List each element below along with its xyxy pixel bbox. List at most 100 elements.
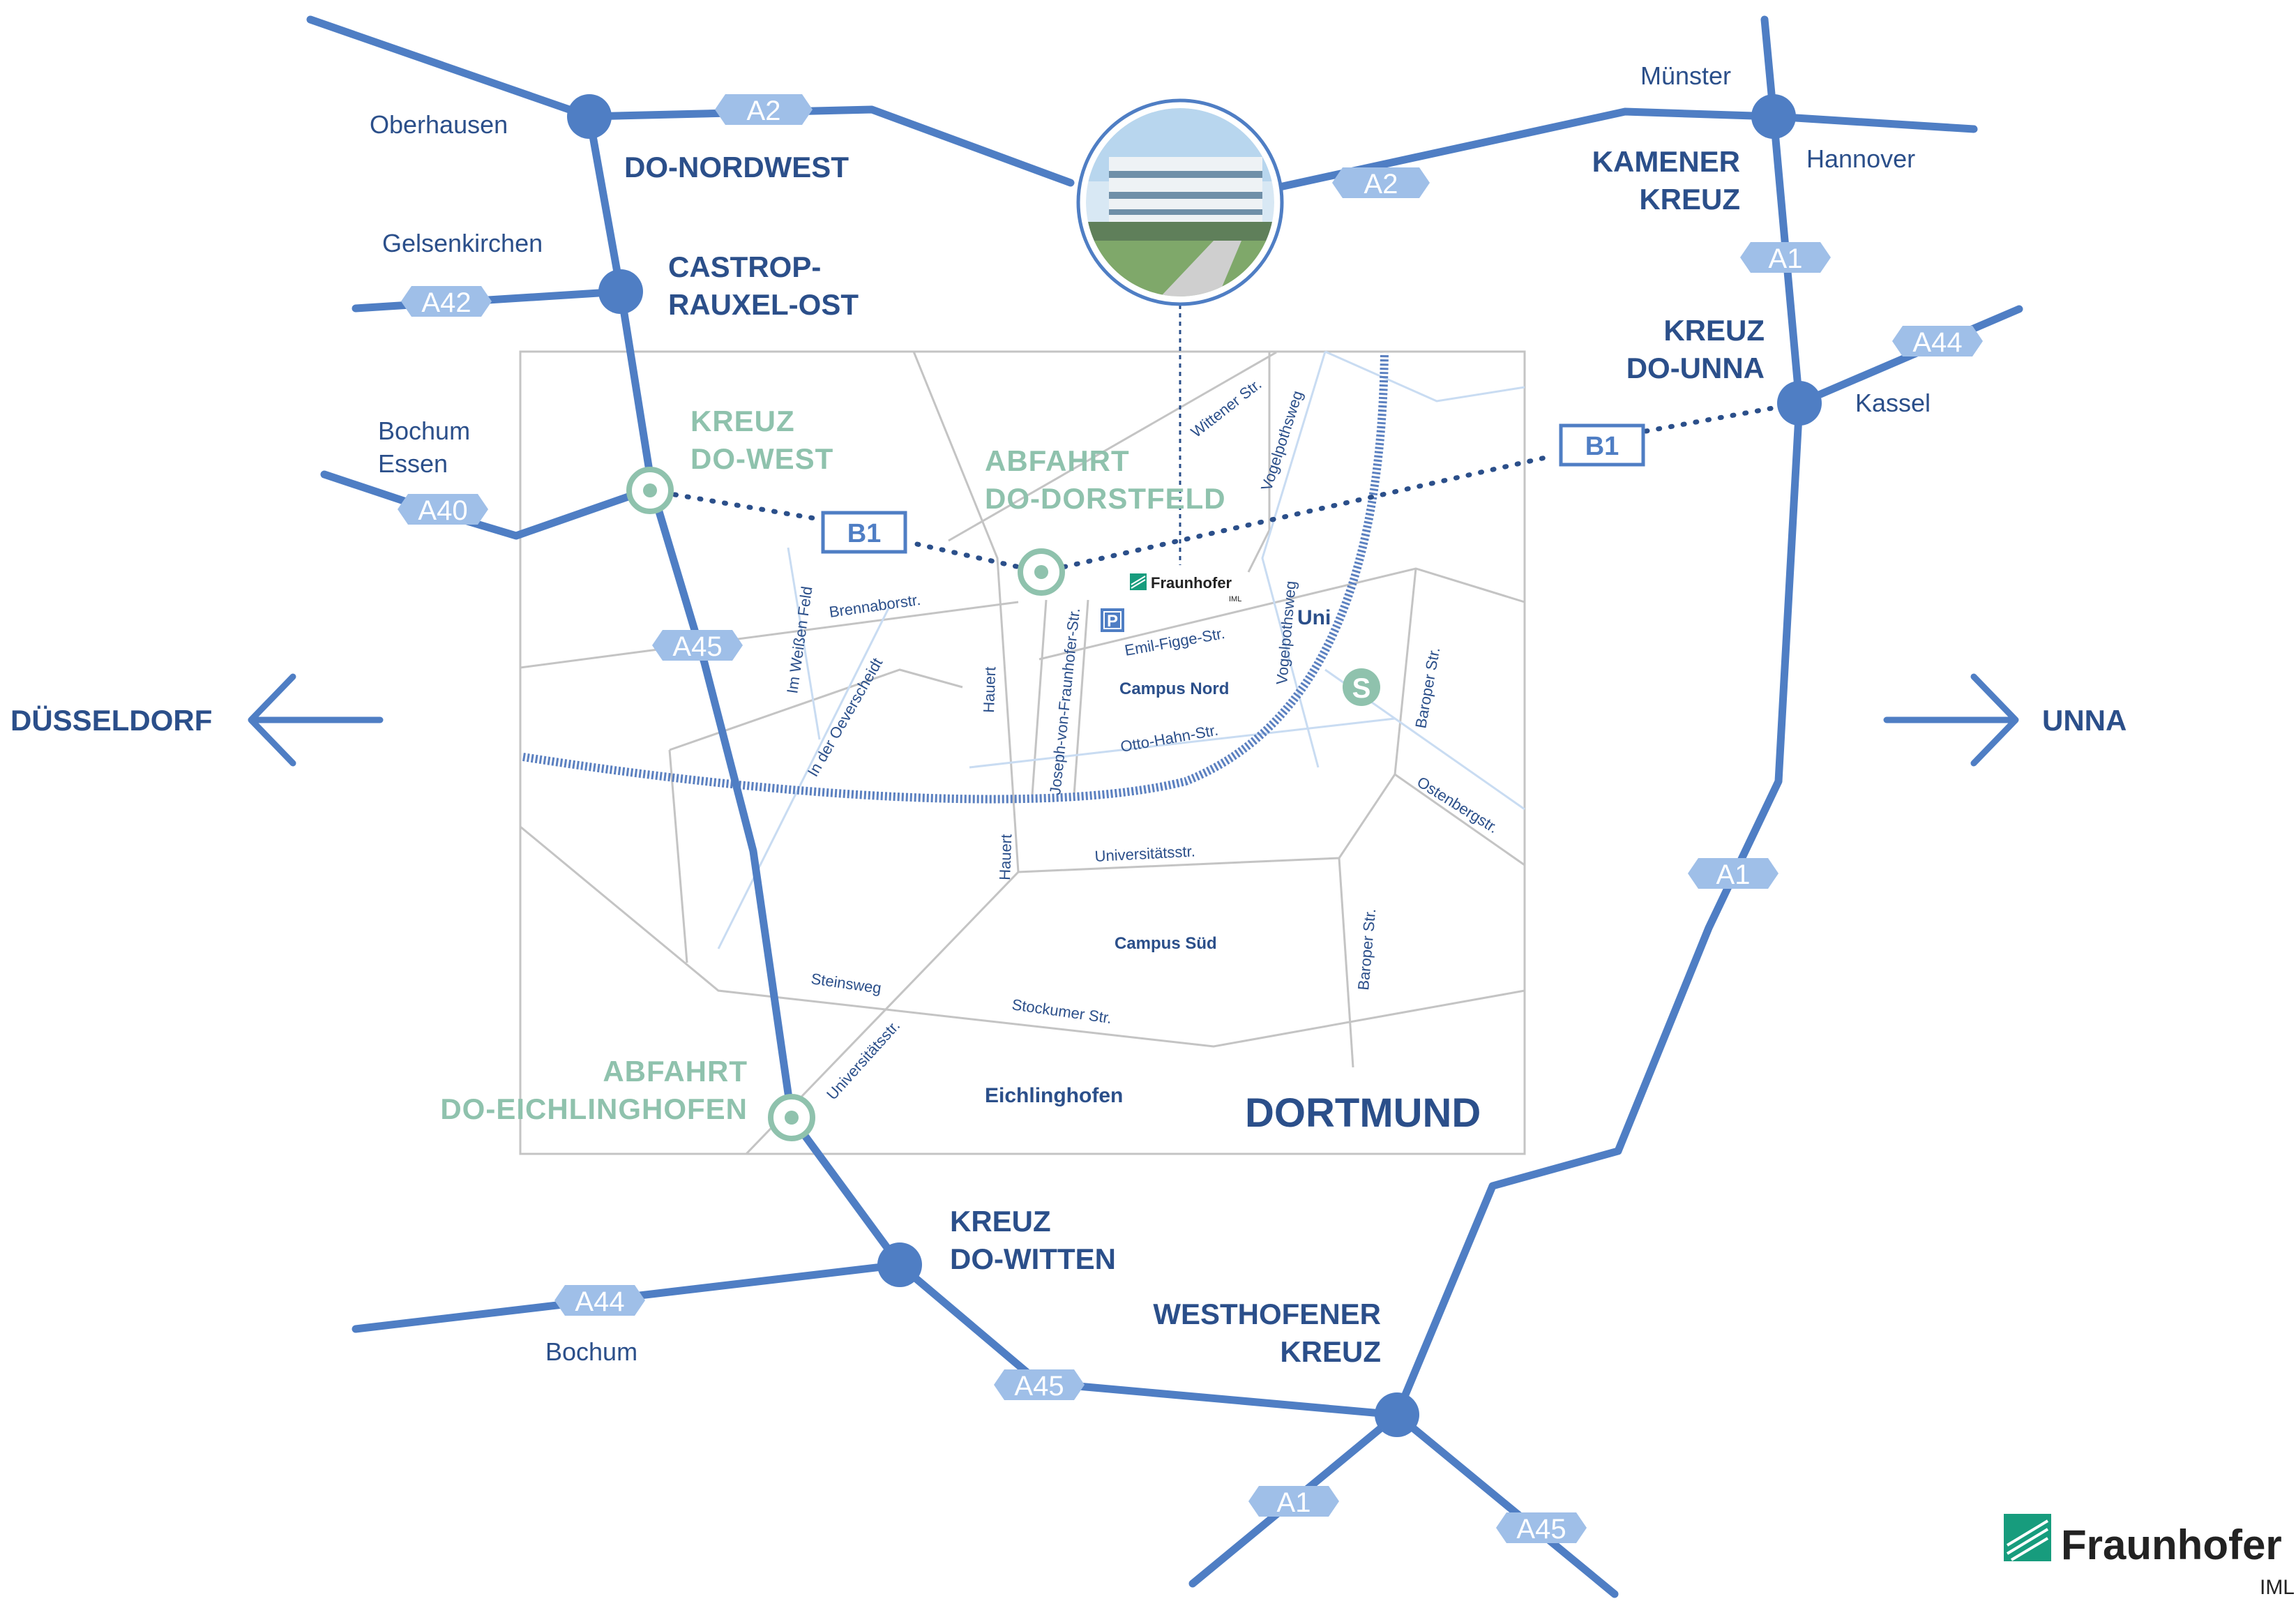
label-dorstfeld-1: ABFAHRT [985, 444, 1130, 477]
area-campus-nord: Campus Nord [1119, 679, 1229, 698]
street-label-im-weissen-feld: Im Weißen Feld [783, 585, 815, 695]
svg-text:A45: A45 [672, 631, 722, 662]
svg-text:A44: A44 [1912, 327, 1962, 358]
shield-a2-west: A2 [715, 94, 813, 126]
svg-text:B1: B1 [1585, 432, 1619, 461]
svg-text:A1: A1 [1277, 1487, 1311, 1518]
exit-do-west[interactable] [626, 467, 674, 514]
street-steinsweg [520, 825, 1525, 1048]
motorway-shields: A2 A2 A42 A40 A45 A44 A45 A1 [398, 94, 1983, 1545]
node-kamener[interactable] [1751, 94, 1796, 139]
arrow-west[interactable] [248, 673, 384, 767]
place-bochum-south: Bochum [545, 1337, 637, 1366]
place-bochum-essen-2: Essen [378, 449, 448, 478]
b1-box-east: B1 [1559, 423, 1645, 467]
shield-a40: A40 [398, 494, 488, 526]
street-label-steinsweg: Steinsweg [810, 970, 882, 997]
svg-text:S: S [1352, 673, 1371, 704]
place-kassel: Kassel [1855, 389, 1931, 417]
fraunhofer-logo: Fraunhofer IML [2004, 1514, 2295, 1599]
fraunhofer-marker[interactable]: Fraunhofer IML [1130, 573, 1241, 603]
place-bochum-essen-1: Bochum [378, 416, 470, 445]
shield-a45-north: A45 [652, 630, 743, 662]
street-west-diagonal [669, 668, 963, 751]
svg-text:A44: A44 [575, 1286, 624, 1317]
b1-box-west: B1 [821, 511, 907, 554]
motorways [306, 15, 2023, 1598]
label-unna-2: DO-UNNA [1626, 352, 1765, 384]
node-do-unna[interactable] [1777, 381, 1822, 426]
direction-east: UNNA [2042, 704, 2127, 737]
label-kamener-1: KAMENER [1592, 145, 1740, 178]
label-westhofener-2: KREUZ [1280, 1335, 1381, 1368]
street-label-vogelpothsweg-2: Vogelpothsweg [1273, 580, 1299, 686]
label-castrop-2: RAUXEL-OST [668, 288, 859, 321]
parking-icon: P [1101, 608, 1124, 632]
place-oberhausen: Oberhausen [370, 110, 508, 139]
shield-a1-north: A1 [1740, 242, 1831, 274]
shield-a42: A42 [401, 286, 492, 318]
shield-a45-south: A45 [994, 1369, 1085, 1402]
street-label-universitaet-2: Universitätsstr. [823, 1016, 903, 1103]
street-joseph [1031, 599, 1048, 796]
shield-a1-south: A1 [1248, 1486, 1339, 1518]
street-brennabor [520, 601, 1019, 669]
street-campus-west [668, 749, 688, 963]
arrow-east[interactable] [1883, 673, 2019, 767]
svg-text:Fraunhofer: Fraunhofer [1151, 574, 1232, 592]
svg-text:A45: A45 [1014, 1371, 1064, 1402]
city-name: DORTMUND [1245, 1090, 1481, 1136]
place-muenster: Münster [1640, 61, 1731, 90]
node-westhofener[interactable] [1375, 1392, 1419, 1437]
svg-text:A1: A1 [1769, 243, 1803, 274]
svg-text:A42: A42 [421, 287, 471, 318]
svg-text:P: P [1107, 612, 1118, 631]
svg-text:A40: A40 [418, 495, 467, 526]
node-do-nordwest[interactable] [567, 94, 612, 139]
a40-road [320, 470, 656, 540]
label-westhofener-1: WESTHOFENER [1153, 1298, 1381, 1330]
label-eichlinghofen-1: ABFAHRT [603, 1055, 748, 1088]
node-do-witten[interactable] [877, 1242, 922, 1287]
label-witten-1: KREUZ [950, 1205, 1051, 1238]
svg-text:A1: A1 [1716, 859, 1751, 890]
shield-a2-east: A2 [1332, 167, 1430, 200]
node-castrop[interactable] [598, 269, 643, 314]
exit-do-dorstfeld[interactable] [1018, 548, 1065, 596]
street-label-stockumer: Stockumer Str. [1011, 996, 1112, 1027]
a45-road [585, 112, 1401, 1419]
label-castrop-1: CASTROP- [668, 250, 821, 283]
exit-do-eichlinghofen[interactable] [768, 1094, 815, 1141]
shield-a1-mid: A1 [1688, 858, 1778, 890]
direction-west: DÜSSELDORF [10, 704, 212, 737]
label-kamener-2: KREUZ [1639, 183, 1740, 216]
svg-text:A2: A2 [1364, 169, 1398, 200]
street-ostenberg [1394, 773, 1525, 866]
street-label-baroper-1: Baroper Str. [1412, 646, 1443, 730]
svg-text:A2: A2 [747, 96, 781, 126]
place-gelsenkirchen: Gelsenkirchen [382, 229, 543, 257]
building-photo [1076, 98, 1284, 306]
area-campus-sued: Campus Süd [1115, 934, 1217, 953]
svg-text:IML: IML [1229, 595, 1241, 603]
sbahn-line [522, 352, 1389, 804]
local-streets [519, 350, 1526, 1155]
street-label-joseph: Joseph-von-Fraunhofer-Str. [1046, 607, 1083, 795]
svg-text:B1: B1 [847, 519, 882, 548]
street-vogelpothsweg [1073, 599, 1089, 796]
area-uni: Uni [1297, 606, 1331, 629]
label-witten-2: DO-WITTEN [950, 1242, 1116, 1275]
street-label-hauert-1: Hauert [980, 666, 999, 713]
street-label-universitaet-1: Universitätsstr. [1094, 842, 1195, 865]
shield-a45-east: A45 [1496, 1512, 1587, 1545]
street-label-emil-figge: Emil-Figge-Str. [1124, 624, 1227, 659]
a1-road [1188, 15, 1804, 1588]
street-wittener [1247, 352, 1271, 573]
svg-text:IML: IML [2260, 1576, 2295, 1599]
street-blue-4 [1324, 350, 1525, 403]
label-do-nordwest: DO-NORDWEST [624, 151, 849, 183]
street-diagonal-north [948, 351, 1277, 542]
street-blue-5 [969, 717, 1396, 769]
street-label-hauert-2: Hauert [996, 834, 1015, 880]
